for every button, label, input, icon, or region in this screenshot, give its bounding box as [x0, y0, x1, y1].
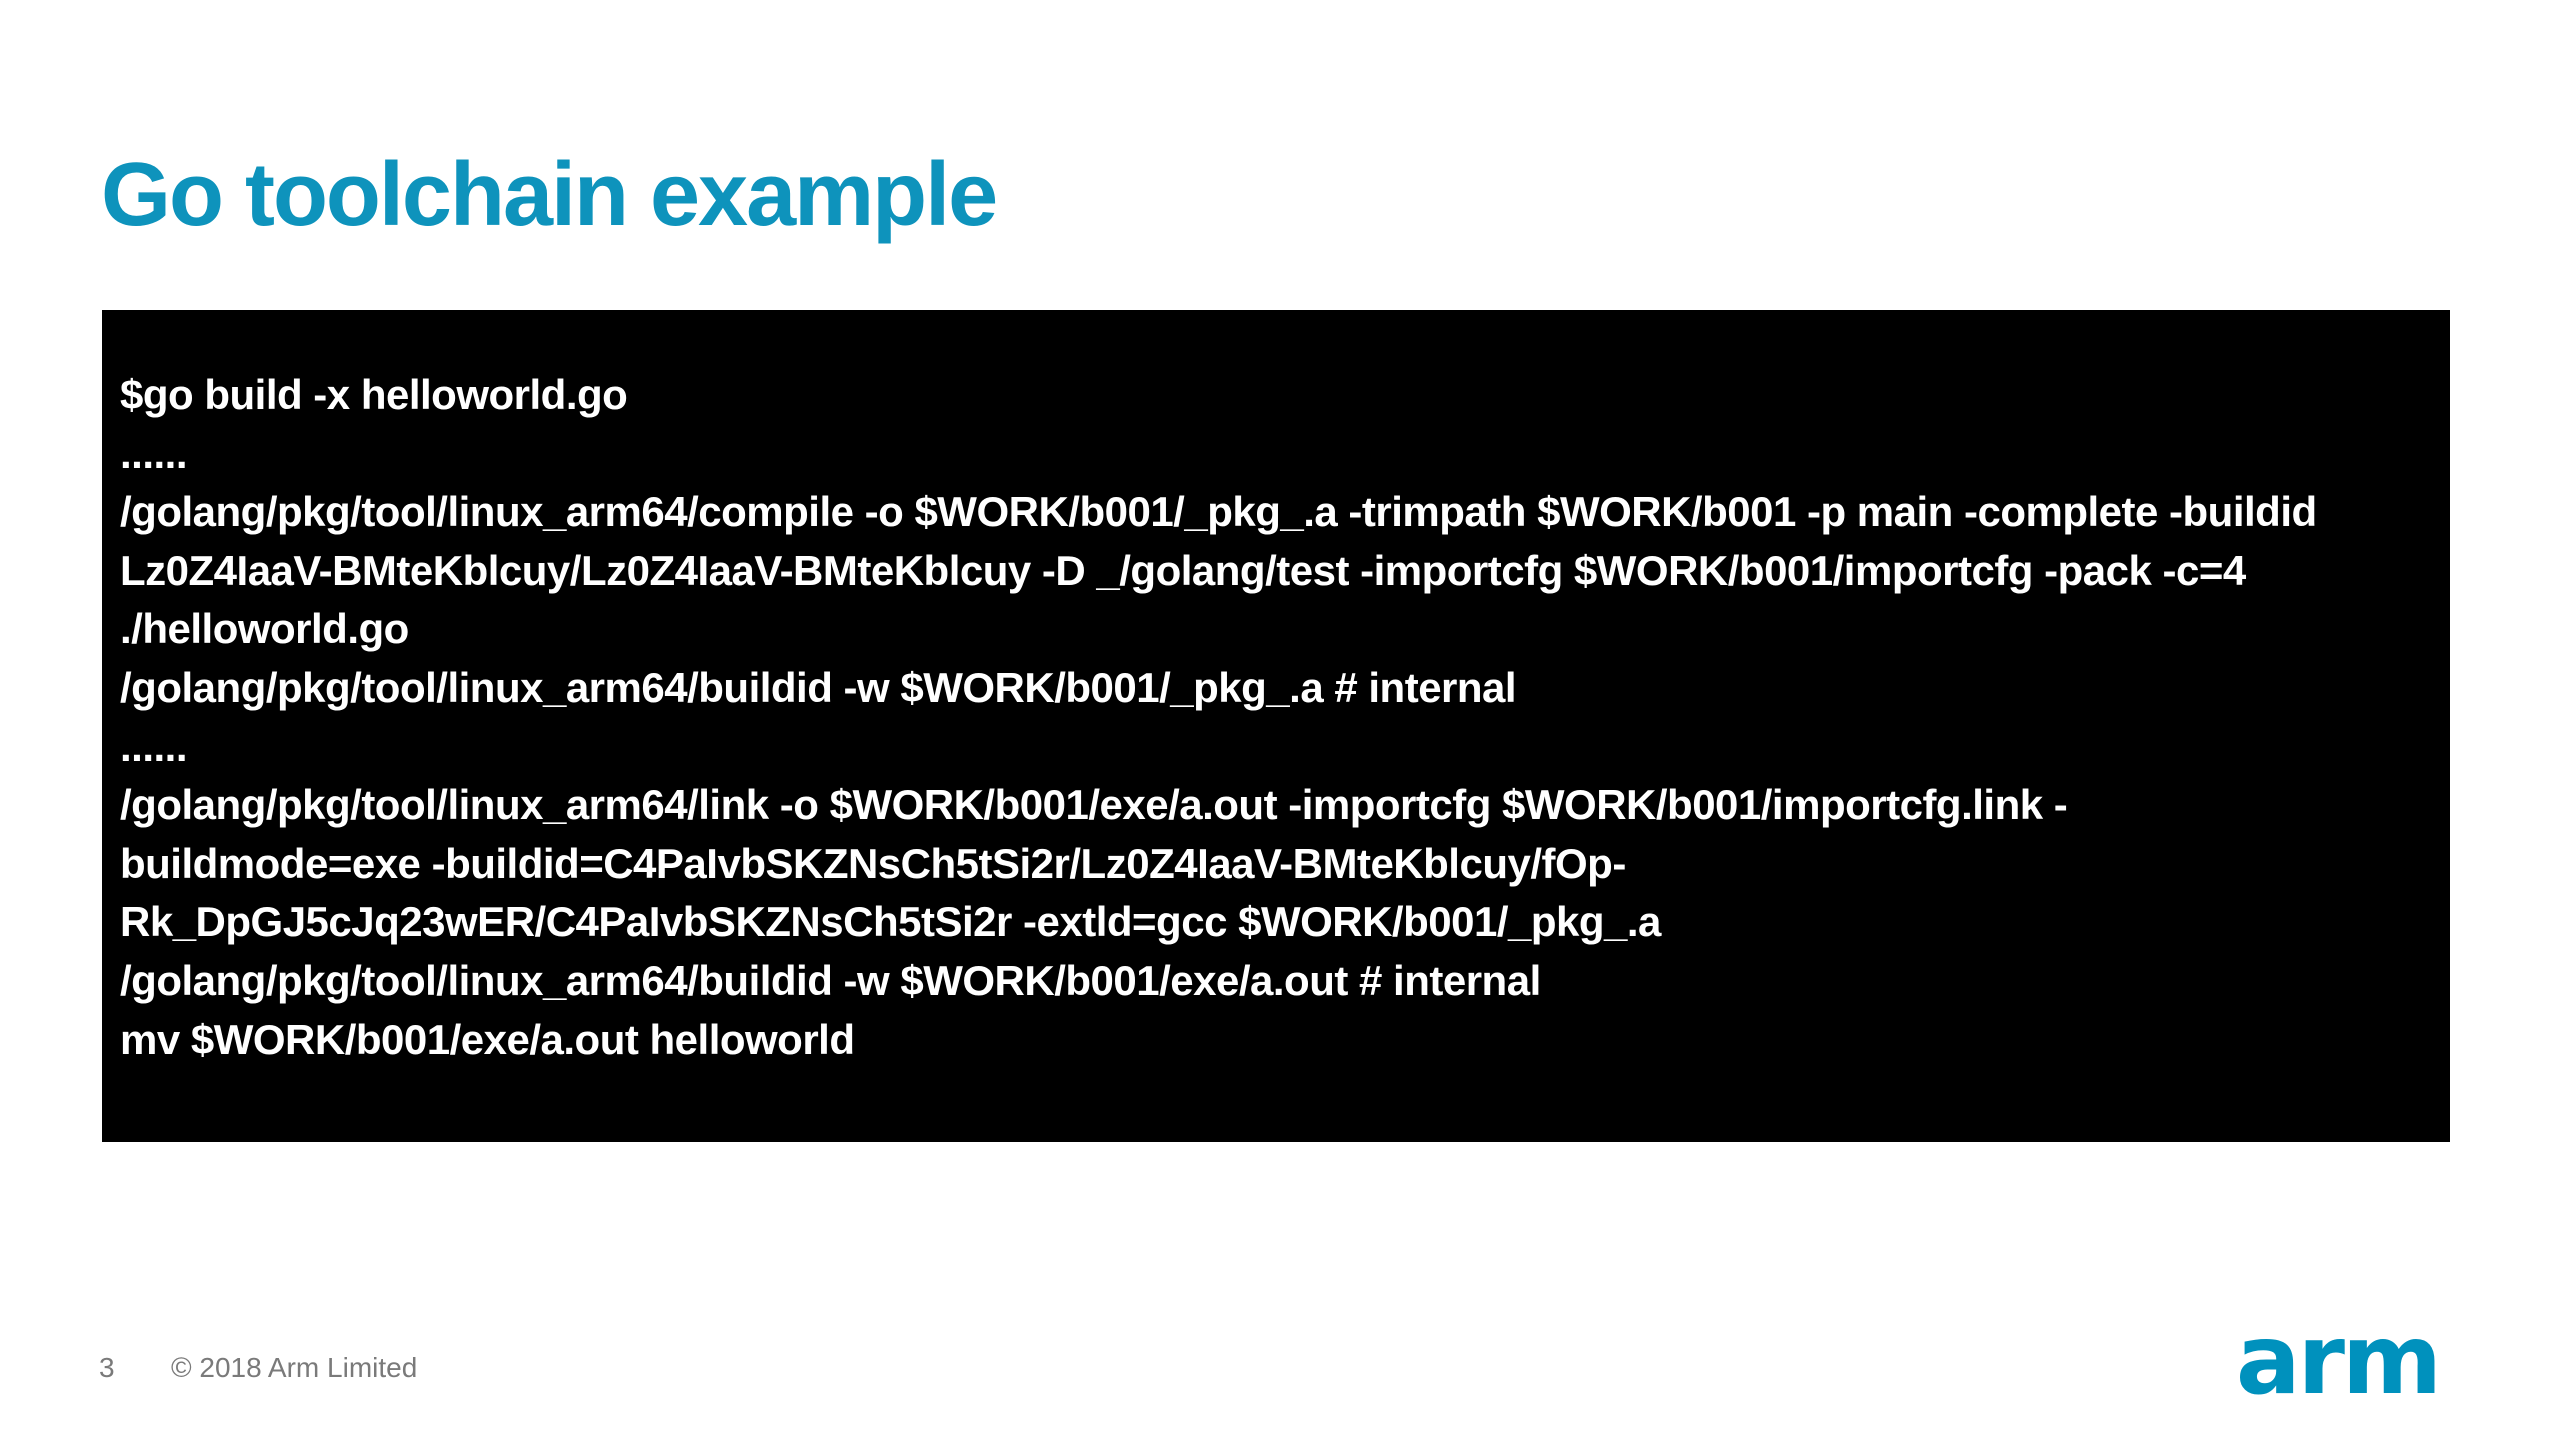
code-line: ......	[120, 722, 188, 770]
terminal-output-block: $go build -x helloworld.go ...... /golan…	[102, 310, 2450, 1142]
page-number: 3	[99, 1352, 115, 1383]
arm-logo: arm	[2235, 1304, 2442, 1416]
code-line: ./helloworld.go	[120, 605, 409, 653]
code-line: Lz0Z4IaaV-BMteKblcuy/Lz0Z4IaaV-BMteKblcu…	[120, 546, 2246, 594]
code-line: $go build -x helloworld.go	[120, 371, 628, 418]
page-title: Go toolchain example	[101, 145, 998, 246]
code-line: /golang/pkg/tool/linux_arm64/link -o $WO…	[120, 781, 2068, 829]
code-line: Rk_DpGJ5cJq23wER/C4PaIvbSKZNsCh5tSi2r -e…	[120, 898, 1661, 946]
code-line: mv $WORK/b001/exe/a.out helloworld	[120, 1015, 855, 1063]
code-line: /golang/pkg/tool/linux_arm64/compile -o …	[120, 488, 2317, 536]
copyright-notice: © 2018 Arm Limited	[171, 1352, 418, 1383]
code-line: /golang/pkg/tool/linux_arm64/buildid -w …	[120, 956, 1541, 1004]
code-line: buildmode=exe -buildid=C4PaIvbSKZNsCh5tS…	[120, 839, 1626, 887]
code-line: ......	[120, 429, 188, 477]
code-line: /golang/pkg/tool/linux_arm64/buildid -w …	[120, 663, 1517, 711]
